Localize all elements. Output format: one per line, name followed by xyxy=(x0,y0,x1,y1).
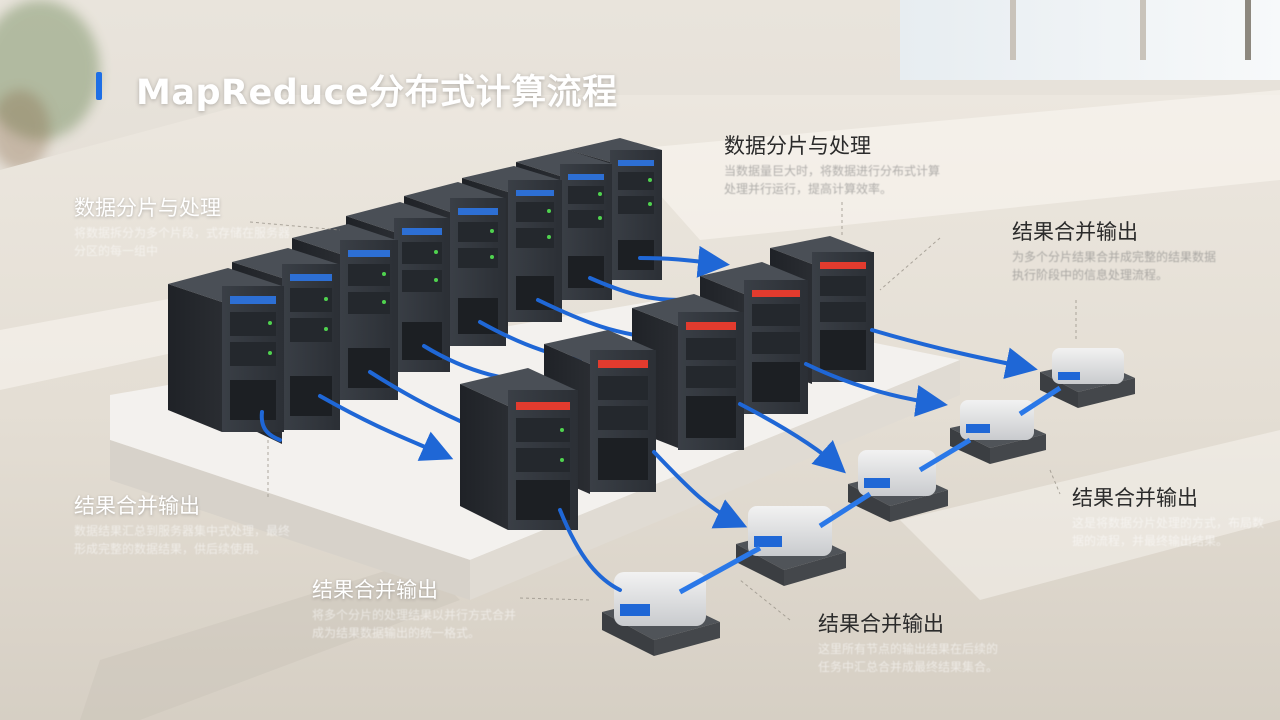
server-row-map xyxy=(168,138,662,444)
network-hub-icon xyxy=(848,450,948,522)
network-hub-icon xyxy=(602,572,720,656)
callout-desc: 为多个分片结果合并成完整的结果数据 执行阶段中的信息处理流程。 xyxy=(1012,250,1217,282)
callout-label: 结果合并输出 xyxy=(312,578,438,602)
callout-desc: 当数据量巨大时，将数据进行分布式计算 处理并行运行，提高计算效率。 xyxy=(724,164,941,196)
callout-label: 结果合并输出 xyxy=(74,494,200,518)
callout-label: 结果合并输出 xyxy=(1072,486,1198,510)
title-accent-bar xyxy=(96,72,102,100)
callout-desc: 这是将数据分片处理的方式，布局数 据的流程，并最终输出结果。 xyxy=(1072,516,1265,548)
callout-desc: 数据结果汇总到服务器集中式处理，最终 形成完整的数据结果，供后续使用。 xyxy=(74,524,291,556)
server-rack-icon xyxy=(460,368,578,530)
server-rack-icon xyxy=(168,268,284,432)
server-rack-icon xyxy=(292,224,398,414)
callout-desc: 将数据拆分为多个片段，式存储在服务器 分区的每一组中 xyxy=(74,226,291,258)
callout-desc: 这里所有节点的输出结果在后续的 任务中汇总合并成最终结果集合。 xyxy=(818,642,999,674)
callout-label: 数据分片与处理 xyxy=(74,196,221,220)
server-row-reduce xyxy=(460,236,874,530)
network-hub-icon xyxy=(1040,348,1135,408)
callout-label: 结果合并输出 xyxy=(818,612,944,636)
page-title: MapReduce分布式计算流程 xyxy=(136,73,618,113)
network-hub-icon xyxy=(950,400,1046,464)
callout-label: 结果合并输出 xyxy=(1012,220,1138,244)
callout-label: 数据分片与处理 xyxy=(724,134,871,158)
callout-desc: 将多个分片的处理结果以并行方式合并 成为结果数据输出的统一格式。 xyxy=(312,608,517,640)
